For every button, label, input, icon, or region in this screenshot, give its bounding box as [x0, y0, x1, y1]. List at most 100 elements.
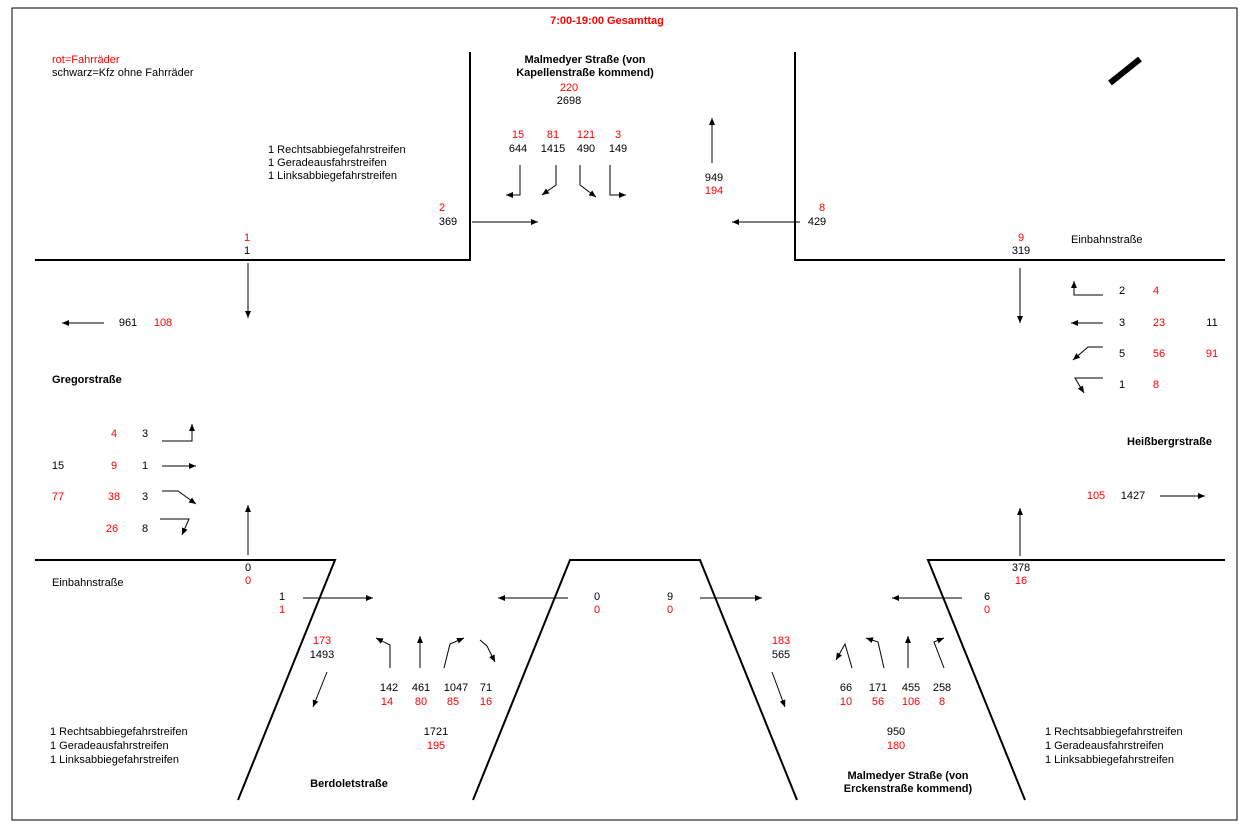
west-bottom-car: 0	[244, 562, 252, 574]
north-turn-symbols	[506, 165, 626, 198]
lane-info-south-right-2: 1 Linksabbiegefahrstreifen	[1045, 754, 1175, 766]
south-right-out-car: 565	[771, 649, 791, 661]
east-row2-bike: 56	[1152, 348, 1166, 360]
north-arrow	[1108, 56, 1142, 86]
south-right-out-bike: 183	[771, 635, 791, 647]
arrow-south-right-out	[771, 671, 786, 708]
south-left-move-car-2: 1047	[443, 682, 469, 694]
curb-south-median	[472, 559, 798, 801]
west-row1-bike: 9	[110, 460, 118, 472]
north-out-bike: 194	[704, 185, 724, 197]
west-row1-car: 1	[141, 460, 149, 472]
east-row1-car: 3	[1118, 317, 1126, 329]
east-in-car: 319	[1011, 245, 1031, 257]
east-row3-bike: 8	[1152, 379, 1160, 391]
south-left-out-car: 1493	[309, 649, 335, 661]
north-total-bike: 220	[559, 82, 579, 94]
south-left-move-car-0: 142	[379, 682, 399, 694]
west-row2-car: 3	[141, 491, 149, 503]
east-row0-bike: 4	[1152, 285, 1160, 297]
east-row2-extra: 91	[1205, 348, 1219, 360]
street-south-right-name: Malmedyer Straße (von Erckenstraße komme…	[843, 770, 973, 795]
east-bottom-bike: 16	[1014, 575, 1028, 587]
south-right-total-car: 950	[886, 726, 906, 738]
curb-south-east	[926, 559, 1225, 801]
south-left-turn-symbols	[375, 636, 496, 669]
legend-red: rot=Fahrräder	[52, 54, 120, 66]
south-right-turn-symbols	[835, 636, 945, 669]
east-out-bike: 105	[1086, 490, 1106, 502]
street-north-name: Malmedyer Straße (von Kapellenstraße kom…	[516, 54, 654, 79]
lane-info-south-right-0: 1 Rechtsabbiegefahrstreifen	[1045, 726, 1183, 738]
north-move-car-2: 490	[576, 143, 596, 155]
south-left-move-bike-0: 14	[380, 696, 394, 708]
street-east-name: Heißbergrstraße	[1127, 436, 1212, 448]
curb-north-west	[35, 52, 471, 261]
south-right-side-bike: 0	[983, 604, 991, 616]
east-in-bike: 9	[1017, 232, 1025, 244]
south-left-move-bike-3: 16	[479, 696, 493, 708]
flow-arrows	[62, 56, 1205, 708]
west-row0-bike: 4	[110, 428, 118, 440]
north-move-bike-3: 3	[614, 129, 622, 141]
south-right-move-bike-0: 10	[839, 696, 853, 708]
west-row3-bike: 26	[105, 523, 119, 535]
east-row3-car: 1	[1118, 379, 1126, 391]
curb-south-west	[35, 559, 337, 801]
north-corner-bike: 1	[243, 232, 251, 244]
south-left-move-car-3: 71	[479, 682, 493, 694]
south-left-side-bike: 1	[278, 604, 286, 616]
north-left-bike: 2	[438, 202, 446, 214]
north-move-bike-1: 81	[546, 129, 560, 141]
west-out-bike: 108	[153, 317, 173, 329]
east-out-car: 1427	[1120, 490, 1146, 502]
lane-info-south-left-0: 1 Rechtsabbiegefahrstreifen	[50, 726, 188, 738]
middle-a-car: 0	[593, 591, 601, 603]
north-move-bike-0: 15	[511, 129, 525, 141]
north-move-car-0: 644	[508, 143, 528, 155]
east-row1-extra: 11	[1206, 317, 1218, 329]
legend-black: schwarz=Kfz ohne Fahrräder	[52, 67, 194, 79]
west-bottom-bike: 0	[244, 575, 252, 587]
west-row3-car: 8	[141, 523, 149, 535]
road-edges	[35, 52, 1225, 801]
north-left-car: 369	[438, 216, 458, 228]
oneway-west-label: Einbahnstraße	[52, 577, 124, 589]
south-right-move-bike-2: 106	[901, 696, 921, 708]
east-bottom-car: 378	[1011, 562, 1031, 574]
south-right-move-car-2: 455	[901, 682, 921, 694]
north-out-car: 949	[704, 172, 724, 184]
east-row0-car: 2	[1118, 285, 1126, 297]
west-out-car: 961	[118, 317, 138, 329]
north-move-car-3: 149	[608, 143, 628, 155]
north-right-car: 429	[807, 216, 827, 228]
south-right-move-car-0: 66	[839, 682, 853, 694]
lane-info-north-0: 1 Rechtsabbiegefahrstreifen	[268, 144, 406, 156]
south-left-move-bike-1: 80	[414, 696, 428, 708]
south-left-move-car-1: 461	[411, 682, 431, 694]
lane-info-south-left-1: 1 Geradeausfahrstreifen	[50, 740, 169, 752]
diagram-title: 7:00-19:00 Gesamttag	[550, 15, 664, 27]
middle-a-bike: 0	[593, 604, 601, 616]
south-right-total-bike: 180	[886, 740, 906, 752]
lane-info-south-right-1: 1 Geradeausfahrstreifen	[1045, 740, 1164, 752]
north-move-bike-2: 121	[576, 129, 596, 141]
oneway-east-label: Einbahnstraße	[1071, 234, 1143, 246]
street-south-left-name: Berdoletstraße	[310, 778, 388, 790]
south-right-move-car-1: 171	[868, 682, 888, 694]
east-row2-car: 5	[1118, 348, 1126, 360]
east-turn-symbols	[1071, 281, 1103, 394]
east-row1-bike: 23	[1152, 317, 1166, 329]
south-left-move-bike-2: 85	[446, 696, 460, 708]
frame-border	[11, 7, 1238, 821]
south-left-out-bike: 173	[312, 635, 332, 647]
lane-info-north-2: 1 Linksabbiegefahrstreifen	[268, 170, 398, 182]
south-left-total-bike: 195	[426, 740, 446, 752]
south-right-move-car-3: 258	[932, 682, 952, 694]
north-total-car: 2698	[556, 95, 582, 107]
middle-b-car: 9	[666, 591, 674, 603]
lane-info-north-1: 1 Geradeausfahrstreifen	[268, 157, 387, 169]
arrow-south-left-out	[312, 671, 328, 708]
west-row1-extra: 15	[51, 460, 65, 472]
